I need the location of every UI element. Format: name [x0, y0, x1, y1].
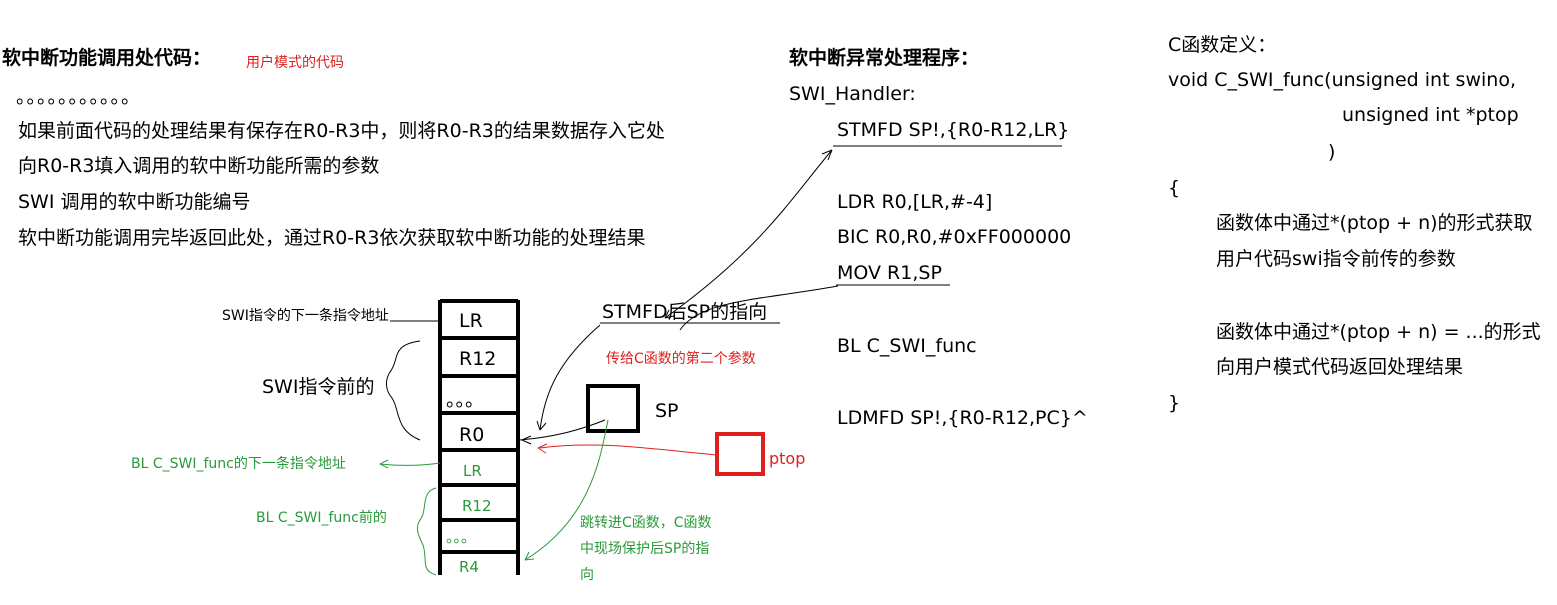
left-line-1: 如果前面代码的处理结果有保存在R0-R3中，则将R0-R3的结果数据存入它处: [18, 120, 665, 142]
c-func-signature-2: unsigned int *ptop: [1342, 104, 1519, 126]
instr-stmfd: STMFD SP!,{R0-R12,LR}: [837, 119, 1070, 141]
stack-cell-r12: R12: [459, 348, 497, 370]
ann-jump-2: 中现场保护后SP的指: [580, 541, 710, 557]
arrow-jump: [524, 419, 609, 561]
c-func-close-brace: }: [1168, 392, 1181, 414]
c-body-line-2a: 函数体中通过*(ptop + n) = ...的形式: [1216, 321, 1541, 343]
c-func-close-paren: ): [1328, 141, 1336, 163]
left-line-2: 向R0-R3填入调用的软中断功能所需的参数: [18, 155, 380, 177]
stack-frame: [438, 299, 520, 575]
stack-cell-r0: R0: [459, 424, 485, 446]
left-line-3: SWI 调用的软中断功能编号: [18, 191, 251, 213]
stack-cell-r12-2: R12: [462, 497, 492, 515]
ann-swi-next-addr: SWI指令的下一条指令地址: [222, 308, 389, 324]
stack-cell-lr: LR: [459, 310, 483, 332]
arrow-sp: [519, 419, 606, 441]
instr-ldmfd: LDMFD SP!,{R0-R12,PC}^: [837, 407, 1088, 429]
ann-bl-before: BL C_SWI_func前的: [256, 510, 387, 526]
ann-bl-next-addr: BL C_SWI_func的下一条指令地址: [131, 456, 346, 472]
brace-bl-before: [416, 487, 437, 576]
stack-cell-dots: 。。。: [446, 389, 485, 411]
sp-label: SP: [655, 400, 679, 422]
right-title: C函数定义：: [1168, 34, 1277, 56]
arrow-to-r0: [539, 324, 601, 431]
ann-second-param: 传给C函数的第二个参数: [606, 351, 756, 367]
arrow-stmfd: [664, 149, 833, 319]
instr-mov: MOV R1,SP: [837, 262, 942, 284]
ann-stmfd-sp: STMFD后SP的指向: [602, 301, 768, 323]
arrow-bl-next: [379, 462, 441, 466]
c-body-line-1a: 函数体中通过*(ptop + n)的形式获取: [1216, 212, 1533, 234]
left-line-4: 软中断功能调用完毕返回此处，通过R0-R3依次获取软中断功能的处理结果: [18, 227, 646, 249]
c-func-open-brace: {: [1168, 177, 1181, 199]
ann-jump-3: 向: [580, 567, 594, 583]
stack-cell-r4: R4: [459, 558, 479, 576]
arrow-movsp: [679, 285, 839, 331]
swi-handler-label: SWI_Handler:: [789, 83, 916, 105]
ptop-box: [715, 432, 765, 476]
c-func-signature-1: void C_SWI_func(unsigned int swino,: [1168, 69, 1516, 91]
stack-cell-dots-2: 。。。: [446, 528, 477, 546]
instr-bic: BIC R0,R0,#0xFF000000: [837, 226, 1072, 248]
ptop-label: ptop: [769, 449, 806, 468]
ann-swi-before: SWI指令前的: [262, 376, 375, 398]
c-body-line-2b: 向用户模式代码返回处理结果: [1216, 356, 1464, 378]
arrow-ptop: [539, 444, 718, 456]
middle-title: 软中断异常处理程序：: [789, 47, 980, 69]
stack-cell-lr-2: LR: [463, 462, 482, 480]
c-body-line-1b: 用户代码swi指令前传的参数: [1216, 248, 1456, 270]
user-mode-note: 用户模式的代码: [246, 55, 344, 71]
brace-swi-before: [386, 340, 421, 441]
sp-box: [586, 384, 640, 433]
left-title: 软中断功能调用处代码：: [2, 47, 212, 69]
stack-dividers: [440, 336, 518, 554]
ann-jump-1: 跳转进C函数，C函数: [580, 515, 712, 531]
instr-ldr: LDR R0,[LR,#-4]: [837, 191, 993, 213]
left-dots: 。。。。。。。。。。。: [16, 86, 142, 108]
instr-bl: BL C_SWI_func: [837, 335, 977, 357]
